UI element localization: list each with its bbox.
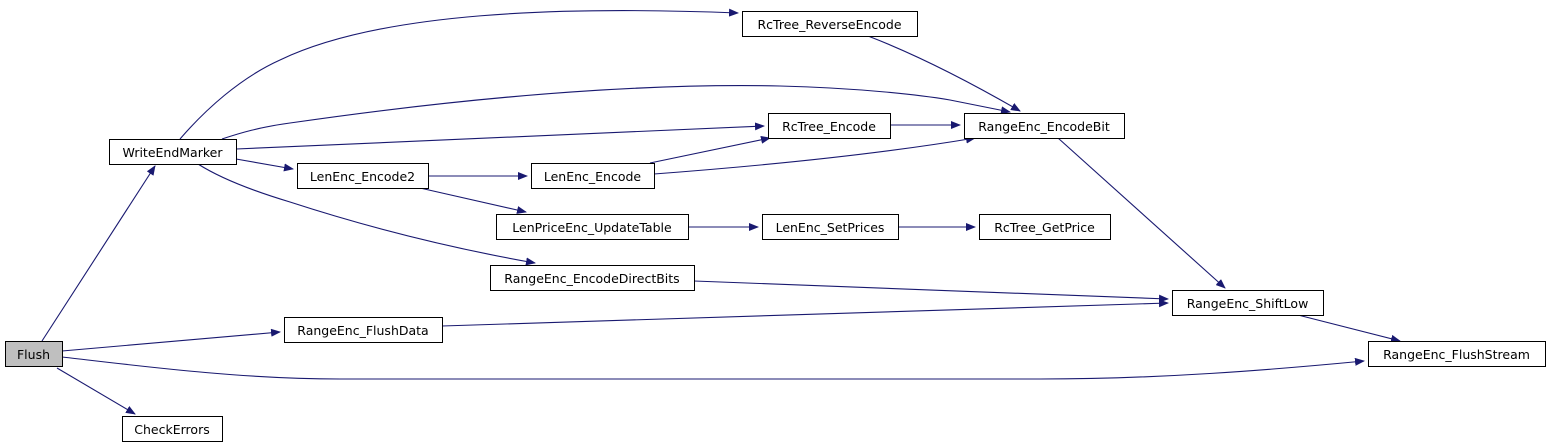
node-label: WriteEndMarker: [123, 145, 224, 160]
node-label: RangeEnc_EncodeDirectBits: [504, 271, 679, 286]
edge-write-end-marker-to-len-enc-encode2: [235, 158, 294, 172]
node-box[interactable]: [531, 163, 655, 189]
node-range-enc-flush-stream[interactable]: RangeEnc_FlushStream: [1368, 341, 1546, 367]
node-range-enc-shift-low[interactable]: RangeEnc_ShiftLow: [1172, 290, 1324, 316]
edge-range-enc-shift-low-to-range-enc-flush-stream: [1297, 314, 1401, 343]
node-box[interactable]: [964, 113, 1125, 139]
node-label: RcTree_Encode: [782, 119, 876, 134]
edge-flush-to-check-errors: [56, 367, 136, 415]
node-label: RangeEnc_EncodeBit: [978, 119, 1110, 134]
node-box[interactable]: [1368, 341, 1546, 367]
node-box[interactable]: [284, 317, 443, 343]
node-box[interactable]: [979, 214, 1111, 240]
edge-write-end-marker-to-range-enc-encode-direct-bits: [197, 163, 536, 266]
node-box[interactable]: [742, 11, 918, 37]
node-box[interactable]: [109, 139, 237, 165]
node-rc-tree-reverse-encode[interactable]: RcTree_ReverseEncode: [742, 11, 918, 37]
node-box[interactable]: [5, 341, 63, 367]
node-box[interactable]: [297, 163, 429, 189]
node-rc-tree-encode[interactable]: RcTree_Encode: [768, 113, 891, 139]
edge-range-enc-flush-data-to-range-enc-shift-low: [441, 299, 1169, 327]
node-box[interactable]: [768, 113, 891, 139]
node-label: LenEnc_Encode2: [310, 169, 415, 184]
node-range-enc-flush-data[interactable]: RangeEnc_FlushData: [284, 317, 443, 343]
node-label: RcTree_ReverseEncode: [757, 17, 901, 32]
node-label: LenEnc_Encode: [544, 169, 642, 184]
edge-len-enc-encode2-to-len-price-enc-update-table: [419, 187, 527, 214]
node-len-enc-encode[interactable]: LenEnc_Encode: [531, 163, 655, 189]
edge-flush-to-write-end-marker: [41, 165, 156, 342]
edge-range-enc-encode-bit-to-range-enc-shift-low: [1057, 137, 1226, 289]
node-box[interactable]: [1172, 290, 1324, 316]
edge-flush-to-range-enc-flush-data: [61, 328, 281, 352]
node-box[interactable]: [762, 214, 899, 240]
node-label: Flush: [17, 347, 50, 362]
edge-write-end-marker-to-rc-tree-reverse-encode: [179, 8, 739, 140]
node-label: RangeEnc_ShiftLow: [1187, 296, 1309, 311]
node-flush[interactable]: Flush: [5, 341, 63, 367]
edges-layer: [41, 8, 1401, 415]
edge-rc-tree-reverse-encode-to-range-enc-encode-bit: [867, 35, 1021, 112]
node-write-end-marker[interactable]: WriteEndMarker: [109, 139, 237, 165]
node-label: RangeEnc_FlushStream: [1383, 347, 1530, 362]
edge-flush-to-range-enc-flush-stream: [61, 356, 1365, 380]
node-range-enc-encode-bit[interactable]: RangeEnc_EncodeBit: [964, 113, 1125, 139]
node-label: RangeEnc_FlushData: [297, 323, 428, 338]
node-len-price-enc-update-table[interactable]: LenPriceEnc_UpdateTable: [496, 214, 689, 240]
node-len-enc-set-prices[interactable]: LenEnc_SetPrices: [762, 214, 899, 240]
edge-len-enc-encode-to-range-enc-encode-bit: [653, 135, 976, 175]
node-box[interactable]: [490, 265, 695, 291]
node-label: LenPriceEnc_UpdateTable: [512, 220, 672, 235]
edge-write-end-marker-to-rc-tree-encode: [235, 122, 765, 150]
node-rc-tree-get-price[interactable]: RcTree_GetPrice: [979, 214, 1111, 240]
node-label: LenEnc_SetPrices: [776, 220, 885, 235]
edge-range-enc-encode-direct-bits-to-range-enc-shift-low: [693, 280, 1169, 303]
node-check-errors[interactable]: CheckErrors: [122, 416, 223, 442]
edge-len-enc-encode-to-rc-tree-encode: [649, 135, 771, 164]
node-label: RcTree_GetPrice: [994, 220, 1095, 235]
node-label: CheckErrors: [134, 422, 209, 437]
edge-write-end-marker-to-range-enc-encode-bit: [221, 85, 1011, 140]
node-len-enc-encode2[interactable]: LenEnc_Encode2: [297, 163, 429, 189]
node-box[interactable]: [496, 214, 689, 240]
node-range-enc-encode-direct-bits[interactable]: RangeEnc_EncodeDirectBits: [490, 265, 695, 291]
node-box[interactable]: [122, 416, 223, 442]
